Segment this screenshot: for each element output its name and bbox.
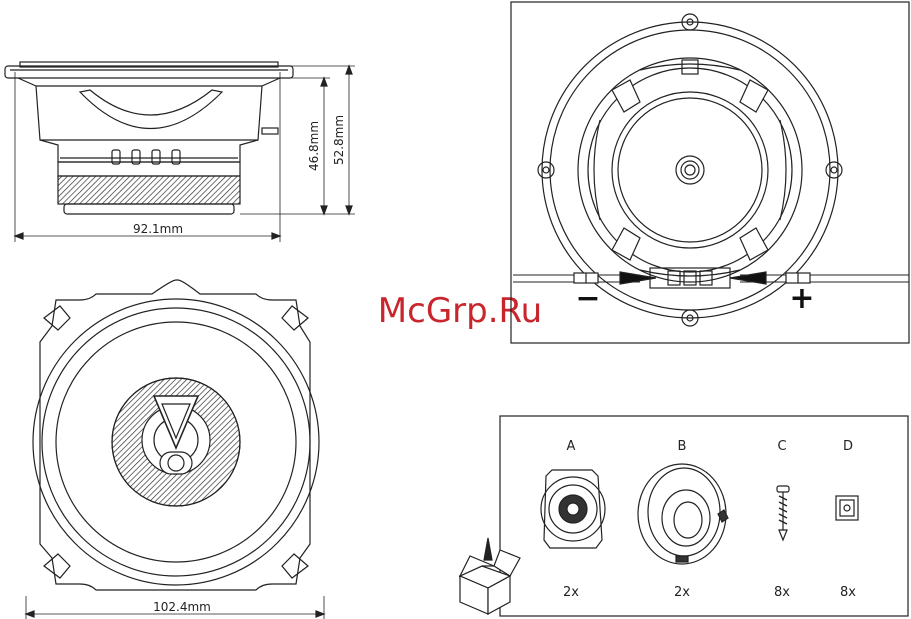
- side-profile-view: [5, 62, 355, 242]
- item-d-qty: 8x: [840, 585, 856, 600]
- item-a-speaker: [541, 470, 605, 548]
- item-c-screw: [777, 486, 789, 540]
- watermark-text: McGrp.Ru: [378, 291, 542, 331]
- item-c-qty: 8x: [774, 585, 790, 600]
- wire-positive-label: +: [789, 281, 814, 316]
- wire-negative-label: −: [575, 281, 600, 316]
- front-view: [26, 280, 324, 619]
- item-d-letter: D: [843, 439, 853, 454]
- dim-side-height-outer: 52.8mm: [332, 115, 346, 165]
- dim-front-width: 102.4mm: [153, 600, 211, 614]
- item-a-letter: A: [567, 439, 576, 454]
- item-d-clip-nut: [836, 496, 858, 520]
- item-b-qty: 2x: [674, 585, 690, 600]
- item-a-qty: 2x: [563, 585, 579, 600]
- item-b-grille: [638, 464, 728, 564]
- item-b-letter: B: [678, 439, 687, 454]
- dim-side-height-inner: 46.8mm: [307, 121, 321, 171]
- wiring-view: [511, 2, 909, 343]
- package-box-icon: [460, 538, 520, 614]
- dim-side-width: 92.1mm: [133, 222, 183, 236]
- item-c-letter: C: [777, 439, 786, 454]
